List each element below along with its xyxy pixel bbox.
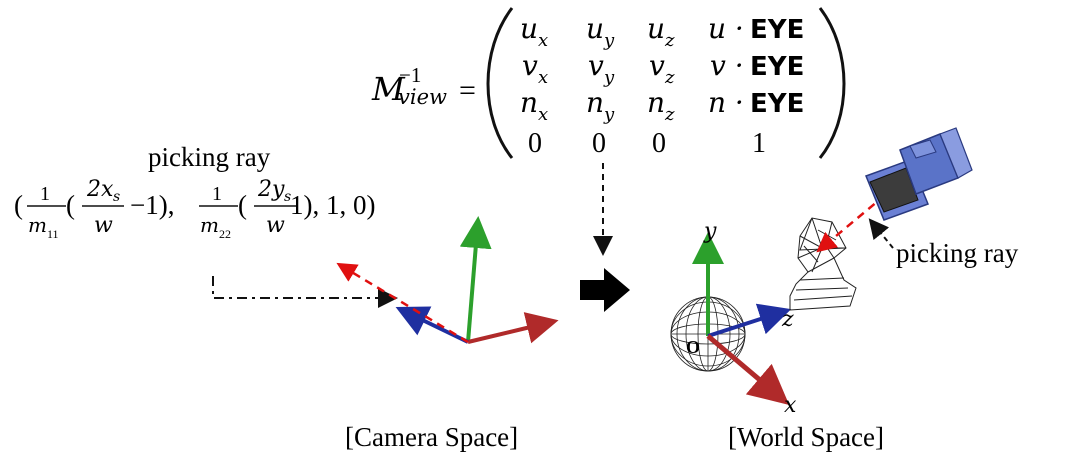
camera-icon: [865, 127, 973, 221]
cell-r1c2: u: [586, 12, 604, 45]
cell-r4c1: 0: [528, 128, 542, 159]
world-ray-leader-arrow: [868, 218, 894, 249]
world-z-label: z: [781, 307, 794, 332]
cell-r4c3: 0: [652, 128, 666, 159]
world-y-label: y: [703, 219, 717, 244]
cell-r3c4: n ·: [708, 86, 744, 119]
view-matrix-inverse-equation: M −1 view = u x u y u z u · EYE v x v y …: [371, 7, 846, 159]
camera-picking-ray: [336, 262, 469, 344]
cell-r2c2: v: [588, 49, 604, 82]
frac1-numerator: 1: [40, 183, 50, 205]
cell-r2c1: v: [522, 49, 538, 82]
frac4-numerator-sub: s: [284, 189, 291, 205]
world-x-axis: [706, 334, 790, 405]
cell-r1c1-sub: x: [538, 30, 548, 51]
eq-equals: =: [459, 74, 476, 107]
eq-lhs-sup: −1: [399, 63, 421, 87]
formula-leader-arrow: [212, 276, 398, 308]
frac2-numerator-sub: s: [113, 189, 120, 205]
cell-r2c4: v ·: [710, 49, 744, 82]
cell-r1c4-eye: EYE: [750, 15, 804, 45]
world-origin-label: O: [686, 337, 700, 357]
cell-r3c1-sub: x: [538, 104, 548, 125]
cell-r1c3-sub: z: [664, 30, 675, 51]
formula-inner-paren-1: (: [66, 190, 75, 220]
cell-r2c1-sub: x: [538, 67, 548, 88]
matrix-left-paren: [486, 7, 514, 159]
formula-minus-one: −1),: [130, 190, 174, 220]
frac3-numerator: 1: [212, 183, 222, 205]
chess-knight-model: [789, 217, 857, 311]
cell-r1c3: u: [647, 12, 665, 45]
frac3-denominator: m: [200, 213, 219, 237]
camera-y-axis: [459, 216, 492, 343]
frac3-denominator-sub: 22: [219, 227, 231, 241]
cell-r2c2-sub: y: [603, 67, 615, 88]
picking-ray-formula: ( 1 m 11 ( 2x s w −1), 1 m 22 ( 2y s w 1…: [14, 177, 375, 241]
formula-tail: 1), 1, 0): [290, 190, 375, 220]
camera-ray-title: picking ray: [148, 142, 271, 172]
eq-lhs-base: M: [371, 70, 406, 108]
cell-r3c1: n: [520, 86, 538, 119]
matrix-row-3: n x n y n z n · EYE: [520, 86, 804, 125]
cell-r2c3: v: [649, 49, 665, 82]
camera-space-group: picking ray ( 1 m 11 ( 2x s w −1), 1 m 2…: [14, 142, 559, 452]
formula-inner-paren-2: (: [238, 190, 247, 220]
transform-block-arrow: [580, 268, 630, 312]
cell-r4c4: 1: [752, 128, 766, 159]
eq-lhs-sub: view: [398, 85, 447, 109]
cell-r1c2-sub: y: [603, 30, 615, 51]
matrix-right-paren: [818, 7, 846, 159]
camera-space-label: [Camera Space]: [345, 422, 518, 452]
matrix-row-1: u x u y u z u · EYE: [520, 12, 804, 51]
matrix-row-4: 0 0 0 1: [528, 128, 766, 159]
cell-r1c1: u: [520, 12, 538, 45]
cell-r3c3: n: [647, 86, 665, 119]
cell-r1c4: u ·: [708, 12, 744, 45]
cell-r3c2-sub: y: [603, 104, 615, 125]
world-x-label: x: [784, 393, 797, 418]
cell-r4c2: 0: [592, 128, 606, 159]
camera-x-axis: [467, 312, 559, 344]
world-ray-label: picking ray: [896, 238, 1019, 268]
frac2-denominator: w: [94, 213, 113, 238]
frac4-numerator: 2y: [257, 177, 285, 202]
camera-z-axis: [395, 306, 469, 344]
frac2-numerator: 2x: [86, 177, 114, 202]
world-z-axis: [707, 303, 792, 338]
frac1-denominator: m: [28, 213, 47, 237]
frac4-denominator: w: [266, 213, 285, 238]
matrix-row-2: v x v y v z v · EYE: [522, 49, 804, 88]
cell-r3c3-sub: z: [664, 104, 675, 125]
cell-r2c3-sub: z: [664, 67, 675, 88]
cell-r3c4-eye: EYE: [750, 89, 804, 119]
world-space-label: [World Space]: [728, 422, 884, 452]
cell-r2c4-eye: EYE: [750, 52, 804, 82]
formula-open-paren: (: [14, 190, 23, 220]
frac1-denominator-sub: 11: [47, 227, 59, 241]
cell-r3c2: n: [586, 86, 604, 119]
world-space-group: y z x O pic: [670, 127, 1019, 452]
